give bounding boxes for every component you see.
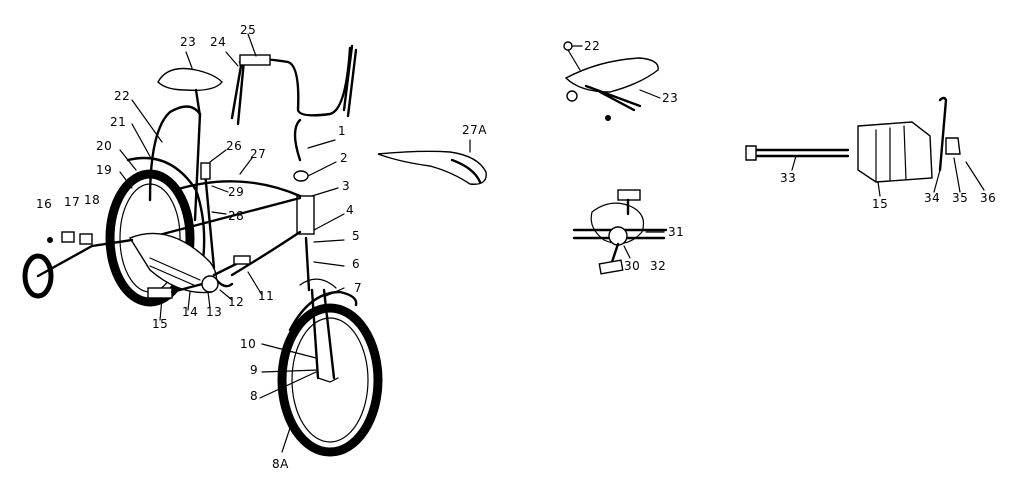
sissy-bar (148, 105, 202, 222)
training-wheel (22, 253, 54, 299)
label-17: 17 (64, 195, 80, 209)
label-5: 5 (352, 229, 360, 243)
label-seat-22: 22 (584, 39, 600, 53)
label-24: 24 (210, 35, 226, 49)
part-labels: 1 2 3 4 5 6 7 8 8A 9 10 11 12 13 14 15 1… (36, 23, 996, 471)
label-13: 13 (206, 305, 222, 319)
label-19: 19 (96, 163, 112, 177)
seat-subassembly (563, 41, 661, 121)
label-18: 18 (84, 193, 100, 207)
label-27: 27 (250, 147, 266, 161)
handlebar-grip (239, 54, 271, 66)
pedal-subassembly (745, 96, 985, 197)
label-2: 2 (340, 151, 348, 165)
label-pedal-15: 15 (872, 197, 888, 211)
label-9: 9 (250, 363, 258, 377)
label-22: 22 (114, 89, 130, 103)
label-12: 12 (228, 295, 244, 309)
label-23: 23 (180, 35, 196, 49)
label-26: 26 (226, 139, 242, 153)
head-tube (296, 195, 315, 235)
seat-tube (203, 170, 216, 270)
front-fork (310, 288, 336, 380)
label-33: 33 (780, 171, 796, 185)
leader-lines (119, 33, 345, 453)
label-29: 29 (228, 185, 244, 199)
label-25: 25 (240, 23, 256, 37)
label-7: 7 (354, 281, 362, 295)
label-seat-23: 23 (662, 91, 678, 105)
label-28: 28 (228, 209, 244, 223)
label-6: 6 (352, 257, 360, 271)
label-10: 10 (240, 337, 256, 351)
label-8: 8 (250, 389, 258, 403)
label-11: 11 (258, 289, 274, 303)
label-27a: 27A (462, 123, 487, 137)
label-32: 32 (650, 259, 666, 273)
frame (138, 196, 302, 242)
label-36: 36 (980, 191, 996, 205)
label-3: 3 (342, 179, 350, 193)
label-8a: 8A (272, 457, 289, 471)
label-21: 21 (110, 115, 126, 129)
label-20: 20 (96, 139, 112, 153)
front-fender (288, 290, 358, 332)
crank-hub (201, 275, 219, 293)
label-31: 31 (668, 225, 684, 239)
label-1: 1 (338, 124, 346, 138)
label-15: 15 (152, 317, 168, 331)
label-35: 35 (952, 191, 968, 205)
label-30: 30 (624, 259, 640, 273)
pedal (147, 287, 173, 299)
label-16: 16 (36, 197, 52, 211)
label-4: 4 (346, 203, 354, 217)
crank-subassembly (572, 189, 668, 275)
label-14: 14 (182, 305, 198, 319)
label-34: 34 (924, 191, 940, 205)
banana-seat (157, 67, 223, 92)
front-wheel (277, 303, 383, 457)
bicycle-assembly (22, 44, 383, 457)
part-27a-chain-guard (377, 139, 487, 185)
